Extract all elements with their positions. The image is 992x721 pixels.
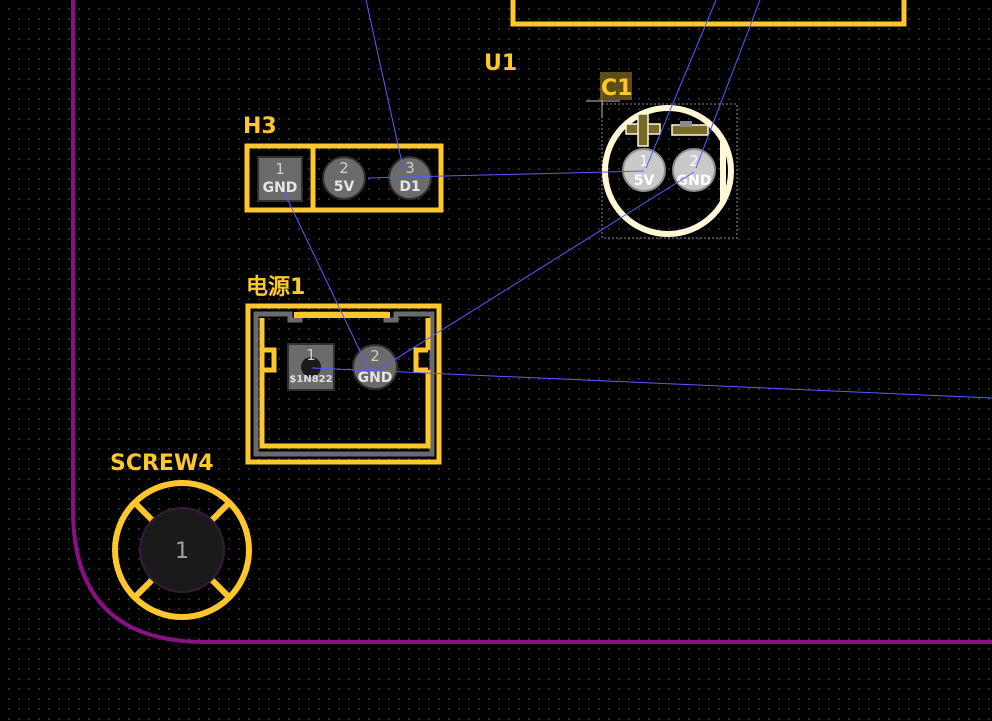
c1-pad-2-net: GND [677, 173, 712, 189]
power1-pad-1-net: $1N822 [289, 374, 332, 385]
screw4-pad-1-number: 1 [175, 539, 189, 564]
power1-component[interactable]: 电源1 1 $1N822 2 GND [245, 275, 442, 465]
h3-pad-3-number: 3 [405, 159, 415, 177]
power1-label[interactable]: 电源1 [246, 275, 305, 300]
h3-label[interactable]: H3 [243, 114, 277, 139]
screw4-component[interactable]: SCREW4 1 [110, 451, 252, 620]
ratsnest-c1-up-1 [645, 0, 717, 169]
u1-label[interactable]: U1 [484, 51, 517, 76]
board-outline [71, 0, 992, 644]
c1-plus-icon [625, 113, 661, 147]
screw4-label[interactable]: SCREW4 [110, 451, 214, 476]
power1-inner-wall [259, 318, 431, 449]
ratsnest-d1-up [365, 0, 405, 173]
c1-component[interactable]: C1 1 5V 2 GND [586, 72, 738, 239]
power1-pad-2-net: GND [358, 370, 393, 386]
c1-pad-2-number: 2 [689, 152, 699, 170]
power1-pad-2[interactable]: 2 GND [352, 344, 398, 390]
h3-pad-3-net: D1 [399, 179, 420, 195]
ratsnest-power-right [311, 367, 992, 399]
c1-label-bg [600, 72, 632, 100]
ratsnest-lines [283, 0, 992, 399]
c1-label[interactable]: C1 [601, 76, 632, 101]
h3-pad-2[interactable]: 2 5V [322, 156, 366, 200]
power1-inner-outline [253, 311, 435, 457]
c1-body-outline [602, 105, 734, 237]
c1-pad-1-number: 1 [639, 152, 649, 170]
power1-pad-2-number: 2 [370, 347, 380, 365]
ratsnest-gnd-h3-power [283, 191, 371, 373]
h3-pad-1[interactable]: 1 GND [257, 156, 303, 202]
power1-pad-1[interactable]: 1 $1N822 [287, 343, 335, 391]
power1-top-key [294, 312, 390, 318]
h3-pad-1-net: GND [263, 180, 298, 196]
c1-pad-1[interactable]: 1 5V [622, 148, 666, 192]
screw4-pad-1[interactable]: 1 [139, 507, 225, 593]
c1-pad-1-net: 5V [634, 173, 655, 189]
screw4-outline [112, 480, 252, 620]
c1-selection-box [601, 103, 738, 239]
ratsnest-c1-up-2 [695, 0, 761, 169]
h3-pad-2-number: 2 [339, 159, 349, 177]
ratsnest-gnd-power-c1 [377, 171, 695, 371]
c1-pad-2[interactable]: 2 GND [672, 148, 716, 192]
c1-minus-icon [671, 121, 709, 136]
h3-pad-2-net: 5V [334, 179, 355, 195]
ratsnest-5v-h3-c1 [367, 170, 645, 179]
h3-component[interactable]: H3 1 GND 2 5V 3 D1 [243, 114, 444, 213]
power1-pad-1-number: 1 [306, 346, 316, 364]
power1-outer-outline [245, 303, 442, 465]
h3-outline [244, 143, 444, 213]
u1-outline[interactable] [510, 0, 907, 27]
h3-pad-1-number: 1 [275, 160, 285, 178]
h3-pad-3[interactable]: 3 D1 [388, 156, 432, 200]
